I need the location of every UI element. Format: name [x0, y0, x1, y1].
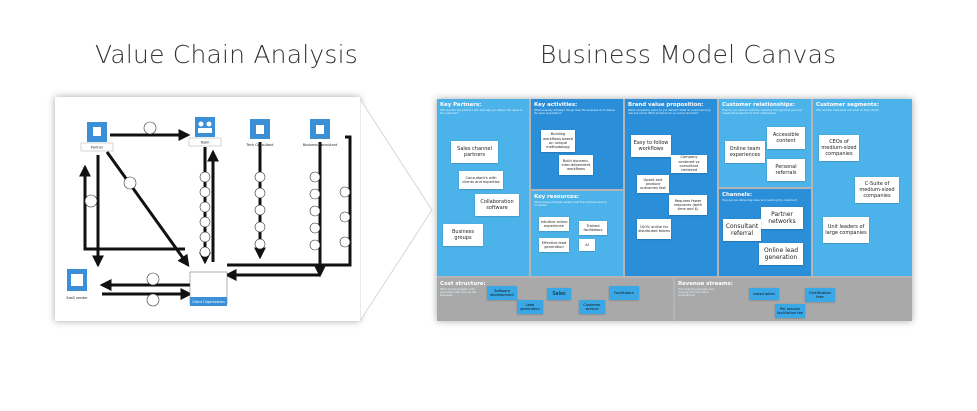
channels-block[interactable]: Channels: How are you delivering value a… [719, 189, 811, 276]
node-team-label: Team [200, 141, 211, 145]
customer-segments-title: Customer segments: [816, 102, 879, 108]
key-partners-block[interactable]: Key Partners: Who are the key partners w… [437, 99, 529, 276]
chevron-connector [360, 98, 433, 322]
arrow-left-line [83, 247, 185, 251]
key-partners-title: Key Partners: [440, 102, 482, 108]
value-chain-diagram[interactable]: Partner Team Tech Consultant Business Co… [55, 97, 360, 321]
note-consultant-referral[interactable]: Consultant referral [723, 219, 761, 241]
customer-relationships-block[interactable]: Customer relationships: How do you inter… [719, 99, 811, 187]
customer-relationships-subtitle: How do you interact with the customer th… [722, 109, 803, 116]
node-client-label: Client Organization [192, 300, 225, 304]
note-personal-referrals[interactable]: Personal referrals [767, 159, 805, 181]
value-proposition-block[interactable]: Brand value proposition: What compelling… [625, 99, 717, 276]
note-easy-workflows[interactable]: Easy to follow workflows [631, 135, 671, 157]
channels-title: Channels: [722, 192, 752, 198]
node-business-label: Business Consultant [303, 143, 338, 147]
node-saas-label: SaaS vendor [66, 296, 88, 300]
cost-structure-block[interactable]: Cost structure: What are the biggest cos… [437, 278, 673, 321]
key-resources-title: Key resources: [534, 194, 580, 200]
note-company-centered[interactable]: Company centered vs consultant centered [671, 155, 707, 173]
note-online-team[interactable]: Online team experiences [725, 141, 765, 163]
note-ceos[interactable]: CEOs of medium-sized companies [819, 135, 859, 161]
note-unit-leaders[interactable]: Unit leaders of large companies [823, 217, 869, 243]
note-sales[interactable]: Sales [547, 288, 571, 300]
note-dynamic-workflows[interactable]: Build dynamic, inter-dependent workflows [559, 155, 593, 175]
note-per-session[interactable]: Per session facilitation fee [775, 304, 805, 318]
note-intuitive-online[interactable]: Intuitive online experience [539, 217, 569, 231]
value-chain-heading: Value Chain Analysis [95, 40, 358, 69]
arrow-partner-client [105, 151, 190, 267]
key-activities-subtitle: What uniquely strategic things does the … [534, 109, 616, 116]
key-resources-block[interactable]: Key resources: What unique strategic ass… [531, 191, 623, 276]
key-activities-block[interactable]: Key activities: What uniquely strategic … [531, 99, 623, 189]
business-model-canvas[interactable]: Key Partners: Who are the key partners w… [437, 99, 912, 321]
note-consultants[interactable]: Consultant's with clients and expertise [459, 171, 503, 189]
note-online-lead[interactable]: Online lead generation [759, 243, 803, 265]
revenue-streams-subtitle: How does the business earn revenue from … [678, 288, 715, 298]
note-facilitators[interactable]: Facilitators [609, 286, 639, 300]
arrow-right-loop [227, 135, 352, 267]
customer-segments-block[interactable]: Customer segments: Who are the customers… [813, 99, 912, 276]
note-collab-software[interactable]: Collaboration software [475, 194, 519, 216]
note-sales-channel[interactable]: Sales channel partners [451, 141, 498, 163]
note-c-suite[interactable]: C-Suite of medium-sized companies [855, 177, 899, 203]
note-software-dev[interactable]: Software development [487, 286, 517, 300]
value-proposition-title: Brand value proposition: [628, 102, 704, 108]
cost-structure-title: Cost structure: [440, 281, 486, 287]
node-partner-label: Partner [91, 146, 104, 150]
note-trained-facilitators[interactable]: Trained facilitators [579, 221, 607, 235]
note-customer-service[interactable]: Customer service [579, 300, 605, 314]
note-ai[interactable]: AI [579, 239, 595, 251]
channels-subtitle: How are you delivering value and reachin… [722, 199, 798, 202]
note-upsell[interactable]: Upsell and produce outcomes fast [637, 175, 669, 193]
customer-segments-subtitle: Who are the customers and what do they t… [816, 109, 879, 112]
note-business-groups[interactable]: Business groups [443, 224, 483, 246]
cost-structure-subtitle: What are the biggest costs associated wi… [440, 288, 477, 298]
note-fewer-resources[interactable]: Requires fewer resources (both time and … [669, 195, 707, 215]
note-partner-networks[interactable]: Partner networks [761, 207, 803, 229]
customer-relationships-title: Customer relationships: [722, 102, 795, 108]
node-tech-label: Tech Consultant [245, 143, 274, 147]
value-proposition-subtitle: What compelling value do you deliver? Wh… [628, 109, 712, 116]
revenue-streams-block[interactable]: Revenue streams: How does the business e… [675, 278, 912, 321]
key-resources-subtitle: What unique strategic assets must the bu… [534, 201, 608, 208]
key-partners-subtitle: Who are the key partners who will help y… [440, 109, 523, 116]
value-chain-svg: Partner Team Tech Consultant Business Co… [66, 117, 352, 307]
note-lead-gen[interactable]: Lead generation [517, 300, 543, 314]
key-activities-title: Key activities: [534, 102, 578, 108]
revenue-streams-title: Revenue streams: [678, 281, 733, 287]
note-building-workflows[interactable]: Building workflows based on unique metho… [541, 130, 575, 152]
note-accessible-content[interactable]: Accessible content [767, 127, 805, 149]
business-model-canvas-heading: Business Model Canvas [540, 40, 837, 69]
note-certification[interactable]: Certification fees [805, 288, 835, 302]
note-effective-lead[interactable]: Effective lead generation [539, 238, 569, 252]
note-online-distributed[interactable]: 100% online for distributed teams [637, 219, 671, 239]
note-subscription[interactable]: subscription [749, 288, 779, 300]
